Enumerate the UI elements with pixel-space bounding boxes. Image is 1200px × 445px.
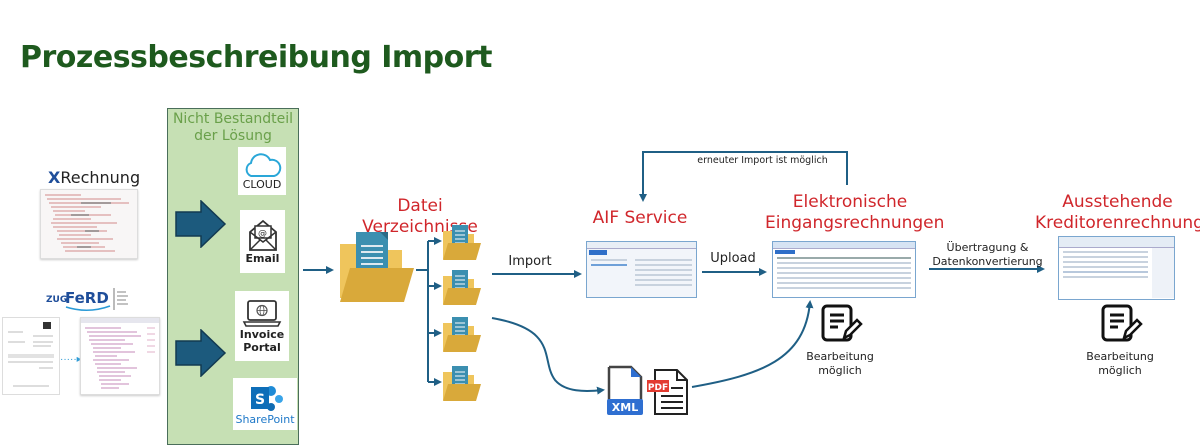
external-box-title-line1: Nicht Bestandteil	[172, 111, 294, 127]
edit-note-line1: Bearbeitung	[806, 350, 874, 363]
edit-note-line1: Bearbeitung	[1086, 350, 1154, 363]
import-label: Import	[508, 254, 552, 269]
stage-label-pending-invoice: Ausstehende Kreditorenrechnung	[1035, 192, 1200, 234]
xml-code-lines-2	[81, 318, 159, 389]
zugferd-logo-graphic: ZUG FeRD	[46, 288, 128, 311]
xrechnung-logo-x: X	[48, 168, 61, 187]
stage-label-e-invoices: Elektronische Eingangsrechnungen	[765, 192, 945, 234]
transfer-label-line2: Datenkonvertierung	[932, 255, 1043, 268]
curve-to-einvoices	[691, 300, 814, 388]
cloud-icon	[245, 152, 282, 177]
curve-to-files	[491, 317, 605, 395]
stage-label-pending-line2: Kreditorenrechnung	[1035, 213, 1200, 233]
email-icon: @	[248, 219, 277, 251]
xml-label: XML	[612, 401, 638, 414]
external-box-title-line2: der Lösung	[194, 128, 272, 144]
zugferd-xml-preview	[80, 317, 160, 395]
pdf-file-icon: PDF	[647, 369, 688, 415]
big-arrow-lower	[175, 329, 227, 377]
zugferd-zug-text: ZUG	[46, 295, 67, 305]
transfer-label: Übertragung & Datenkonvertierung	[925, 241, 1050, 269]
page-title: Prozessbeschreibung Import	[20, 40, 492, 75]
svg-text:S: S	[255, 392, 265, 408]
invoice-portal-label-line2: Portal	[243, 341, 281, 354]
external-box-title: Nicht Bestandteil der Lösung	[167, 111, 299, 145]
xml-file-icon: XML	[607, 365, 643, 415]
invoice-pdf-preview	[2, 317, 60, 395]
invoice-portal-label-line1: Invoice	[239, 328, 285, 341]
email-tile: @ Email	[240, 210, 285, 273]
edit-document-icon	[1101, 304, 1143, 342]
sharepoint-icon: S	[251, 385, 283, 411]
main-folder-icon	[340, 232, 414, 302]
reimport-arrow	[639, 151, 848, 202]
transfer-label-line1: Übertragung &	[946, 241, 1029, 254]
edit-note-e-invoices: Bearbeitung möglich	[795, 350, 885, 378]
dotted-arrow: ·····▸	[60, 354, 82, 365]
small-folder-icon	[443, 317, 481, 352]
small-folder-icon	[443, 270, 481, 305]
e-invoices-screenshot	[772, 241, 916, 298]
sharepoint-tile: S SharePoint	[233, 378, 297, 430]
invoice-lines	[8, 322, 54, 387]
small-folder-icon	[443, 366, 481, 401]
zugferd-logo: ZUG FeRD	[44, 282, 134, 314]
edit-note-line2: möglich	[1098, 364, 1142, 377]
pending-invoice-screenshot	[1058, 236, 1175, 300]
small-folder-icon	[443, 225, 481, 260]
sharepoint-label: SharePoint	[235, 412, 295, 426]
edit-note-pending: Bearbeitung möglich	[1075, 350, 1165, 378]
laptop-globe-icon	[242, 300, 282, 327]
xrechnung-xml-preview	[40, 189, 138, 259]
aif-service-screenshot	[586, 241, 697, 298]
xrechnung-logo-text: Rechnung	[60, 168, 141, 187]
edit-note-line2: möglich	[818, 364, 862, 377]
cloud-label: CLOUD	[242, 177, 282, 191]
upload-label: Upload	[710, 251, 756, 266]
cloud-tile: CLOUD	[238, 147, 286, 195]
svg-text:@: @	[258, 229, 267, 239]
xml-code-lines	[45, 194, 129, 252]
stage-label-aif-service: AIF Service	[592, 208, 688, 228]
email-label: Email	[245, 252, 280, 265]
reimport-label: erneuter Import ist möglich	[697, 155, 828, 166]
big-arrow-upper	[175, 200, 227, 248]
invoice-portal-label: Invoice Portal	[240, 328, 284, 354]
stage-label-pending-line1: Ausstehende	[1062, 192, 1173, 212]
xrechnung-logo: XRechnung	[48, 168, 140, 188]
stage-label-e-invoices-line1: Elektronische	[792, 192, 908, 212]
invoice-portal-tile: Invoice Portal	[235, 291, 289, 361]
edit-document-icon	[821, 304, 863, 342]
stage-label-e-invoices-line2: Eingangsrechnungen	[765, 213, 945, 233]
zugferd-ferd-text: FeRD	[65, 289, 109, 307]
pdf-label: PDF	[648, 383, 668, 393]
